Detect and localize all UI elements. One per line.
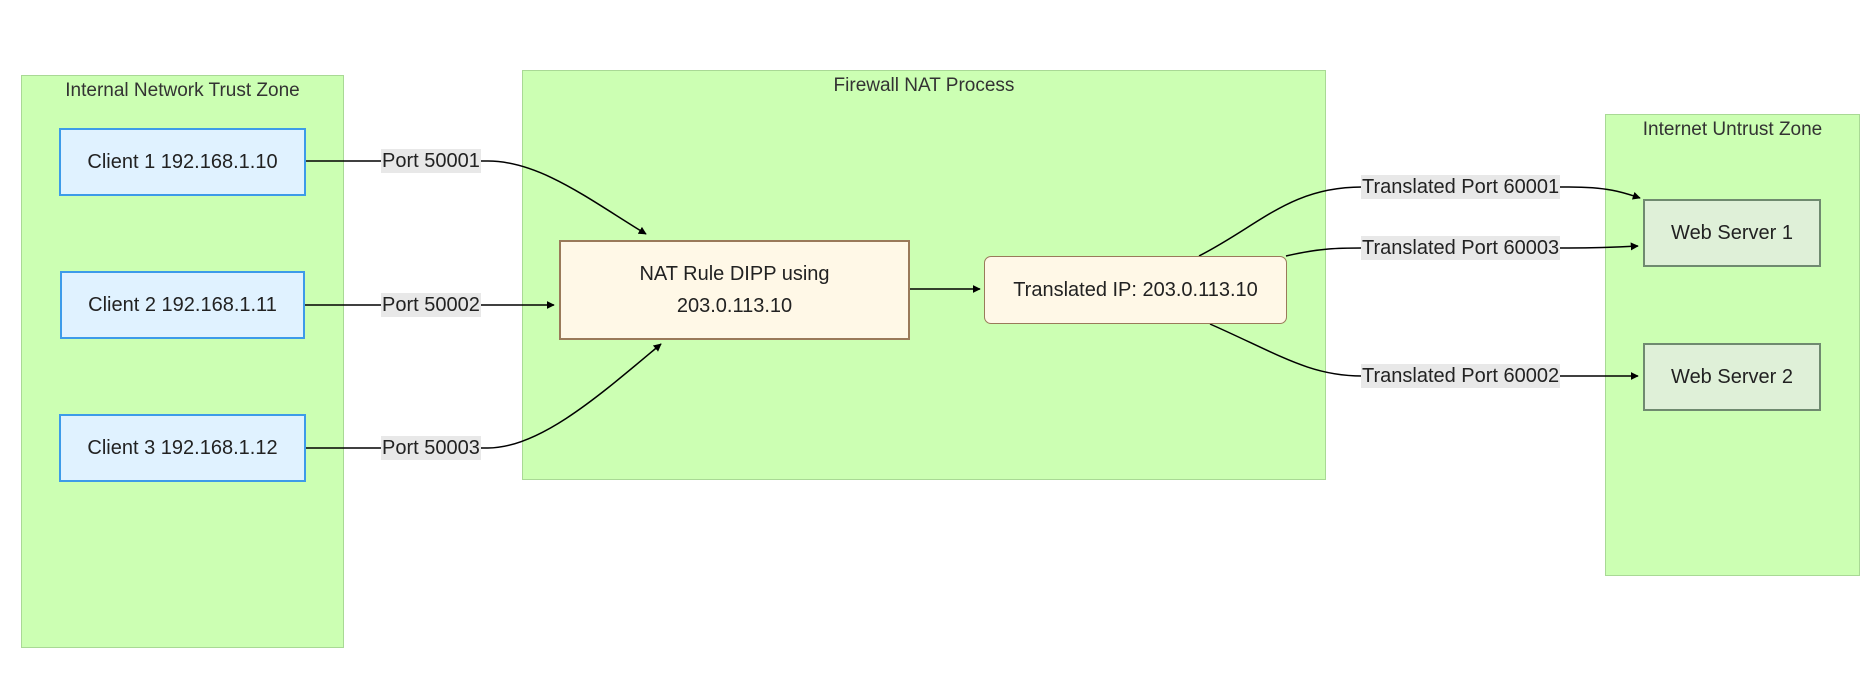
edge-label-translated-60001: Translated Port 60001 <box>1361 175 1561 199</box>
edge-to-ws1-a <box>1198 186 1641 257</box>
nat-rule-node[interactable]: NAT Rule DIPP using 203.0.113.10 <box>559 240 910 340</box>
client-3-node[interactable]: Client 3 192.168.1.12 <box>59 414 306 482</box>
nat-rule-label-line2: 203.0.113.10 <box>676 295 793 317</box>
client-3-label: Client 3 192.168.1.12 <box>87 437 278 459</box>
edge-label-port-50003: Port 50003 <box>381 436 481 460</box>
client-2-node[interactable]: Client 2 192.168.1.11 <box>60 271 305 339</box>
firewall-zone-title: Firewall NAT Process <box>833 75 1015 96</box>
edge-client1-nat <box>306 160 647 235</box>
web-server-1-label: Web Server 1 <box>1671 222 1793 244</box>
internal-zone-title: Internal Network Trust Zone <box>65 80 300 101</box>
client-2-label: Client 2 192.168.1.11 <box>88 294 277 316</box>
translated-ip-node[interactable]: Translated IP: 203.0.113.10 <box>984 256 1287 324</box>
nat-rule-label-line1: NAT Rule DIPP using <box>639 263 830 285</box>
web-server-2-node[interactable]: Web Server 2 <box>1643 343 1821 411</box>
client-1-node[interactable]: Client 1 192.168.1.10 <box>59 128 306 196</box>
internet-zone-title: Internet Untrust Zone <box>1642 119 1823 140</box>
client-1-label: Client 1 192.168.1.10 <box>87 151 278 173</box>
web-server-1-node[interactable]: Web Server 1 <box>1643 199 1821 267</box>
edge-label-translated-60003: Translated Port 60003 <box>1361 236 1561 260</box>
edge-label-port-50002: Port 50002 <box>381 293 481 317</box>
edge-label-translated-60002: Translated Port 60002 <box>1361 364 1561 388</box>
edge-label-port-50001: Port 50001 <box>381 149 481 173</box>
translated-ip-label: Translated IP: 203.0.113.10 <box>1013 279 1258 301</box>
edge-to-ws2 <box>1209 323 1639 380</box>
edge-client3-nat <box>306 343 662 449</box>
web-server-2-label: Web Server 2 <box>1671 366 1793 388</box>
